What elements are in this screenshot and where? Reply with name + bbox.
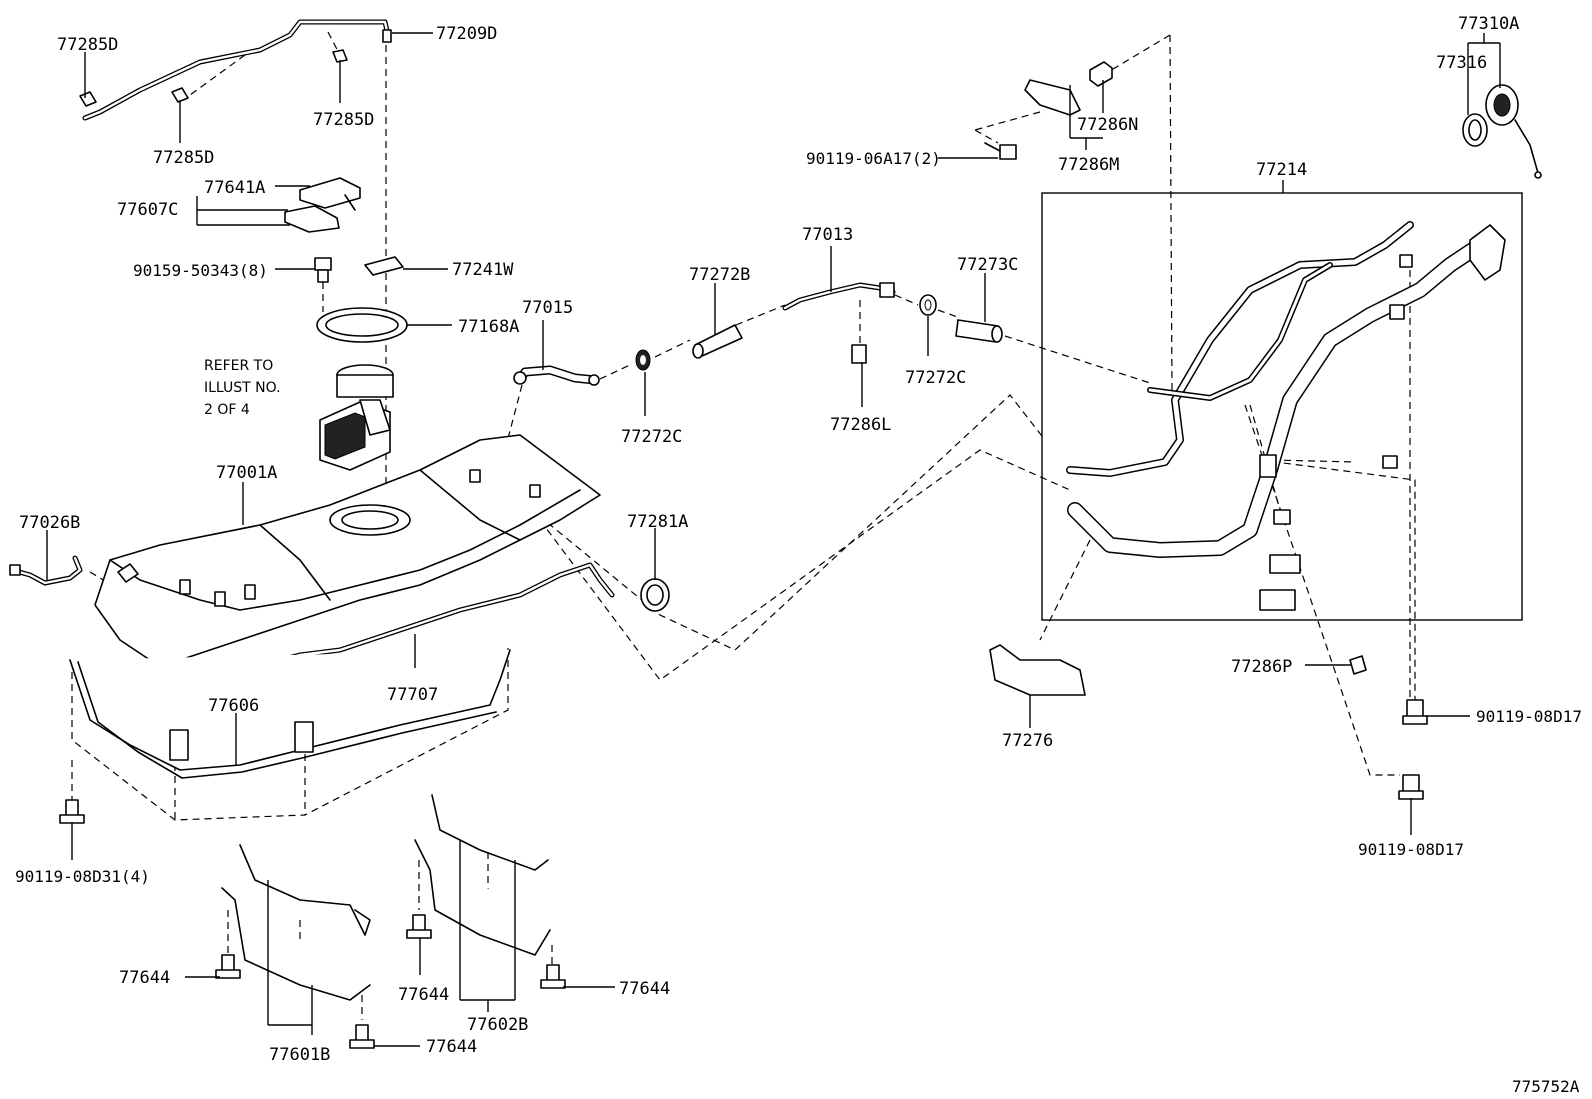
clamp-77281a — [640, 578, 670, 612]
bolt-77644-b — [406, 914, 432, 939]
tube-77273c — [955, 319, 1003, 343]
label-77001a: 77001A — [216, 463, 277, 483]
label-77644-b: 77644 — [398, 985, 449, 1005]
bracket-77286m — [1024, 79, 1081, 116]
label-77241w: 77241W — [452, 260, 514, 280]
refer-note-line3: 2 OF 4 — [204, 402, 250, 418]
clip-77241w — [364, 256, 404, 276]
label-77644-d: 77644 — [426, 1037, 477, 1057]
label-77286m: 77286M — [1058, 155, 1119, 175]
bolt-77644-c — [540, 964, 566, 989]
label-77310a: 77310A — [1458, 14, 1519, 34]
vent-tube-77209d — [82, 19, 392, 121]
hose-77015 — [513, 365, 600, 386]
bolt-90119-08d17-a — [1402, 699, 1428, 725]
label-90159-50343: 90159-50343(8) — [133, 261, 268, 280]
tube-77272b — [692, 324, 743, 359]
label-77285d-c: 77285D — [153, 148, 214, 168]
label-77285d-b: 77285D — [313, 110, 374, 130]
refer-note-line2: ILLUST NO. — [204, 380, 281, 396]
fuel-cap-77310a — [1485, 84, 1542, 179]
gasket-77168a — [316, 307, 408, 343]
label-77316: 77316 — [1436, 53, 1487, 73]
clip-77286l — [851, 344, 867, 364]
label-77026b: 77026B — [19, 513, 80, 533]
bolt-90119-06a17 — [984, 142, 1017, 160]
label-77168a: 77168A — [458, 317, 519, 337]
label-77286l: 77286L — [830, 415, 891, 435]
washer-77272c-a — [635, 349, 651, 371]
label-77281a: 77281A — [627, 512, 688, 532]
label-77286n: 77286N — [1077, 115, 1138, 135]
label-77015: 77015 — [522, 298, 573, 318]
label-77286p: 77286P — [1231, 657, 1292, 677]
label-90119-08d31: 90119-08D31(4) — [15, 867, 150, 886]
label-77013: 77013 — [802, 225, 853, 245]
bracket-77607c — [284, 205, 340, 233]
fuel-tank-77001a — [94, 434, 601, 661]
bolt-90119-08d17-b — [1398, 774, 1424, 800]
label-77285d-a: 77285D — [57, 35, 118, 55]
label-77273c: 77273C — [957, 255, 1018, 275]
label-77272c-b: 77272C — [905, 368, 966, 388]
label-77644-a: 77644 — [119, 968, 170, 988]
label-77606: 77606 — [208, 696, 259, 716]
protector-77606 — [69, 649, 511, 779]
clamp-77285d-a — [79, 91, 97, 107]
filler-pipe-box-77214 — [1041, 180, 1523, 621]
bolt-77644-d — [349, 1024, 375, 1049]
label-77276: 77276 — [1002, 731, 1053, 751]
band-77601b — [221, 844, 371, 1025]
label-90119-06a17: 90119-06A17(2) — [806, 149, 941, 168]
label-77602b: 77602B — [467, 1015, 528, 1035]
fuel-pump-module — [319, 364, 394, 471]
label-77601b: 77601B — [269, 1045, 330, 1065]
pipe-77013 — [782, 282, 896, 311]
tube-77026b — [9, 555, 83, 586]
washer-77272c-b — [919, 294, 937, 316]
bracket-77641a — [299, 177, 361, 211]
label-77209d: 77209D — [436, 24, 497, 44]
protector-77276 — [989, 644, 1086, 696]
label-77644-c: 77644 — [619, 979, 670, 999]
bolt-90119-08d31 — [59, 799, 85, 824]
bolt-90159 — [314, 257, 332, 283]
label-90119-08d17-a: 90119-08D17 — [1476, 707, 1582, 726]
label-77272b: 77272B — [689, 265, 750, 285]
label-77214: 77214 — [1256, 160, 1307, 180]
label-77641a: 77641A — [204, 178, 265, 198]
diagram-code: 775752A — [1512, 1077, 1580, 1096]
clamp-77285d-c — [332, 49, 348, 63]
bracket-77286n — [1089, 61, 1113, 87]
clamp-77285d-b — [171, 87, 189, 103]
gasket-77316 — [1462, 113, 1488, 147]
refer-note-line1: REFER TO — [204, 358, 273, 374]
label-90119-08d17-b: 90119-08D17 — [1358, 840, 1464, 859]
clip-77286p — [1349, 655, 1367, 675]
label-77607c: 77607C — [117, 200, 178, 220]
band-77602b — [414, 794, 551, 1001]
part-labels: 77285D 77209D 77285D 77285D 77641A 77607… — [15, 14, 1582, 1096]
bolt-77644-a — [215, 954, 241, 979]
label-77272c-a: 77272C — [621, 427, 682, 447]
label-77707: 77707 — [387, 685, 438, 705]
leader-lines — [46, 32, 1501, 1047]
